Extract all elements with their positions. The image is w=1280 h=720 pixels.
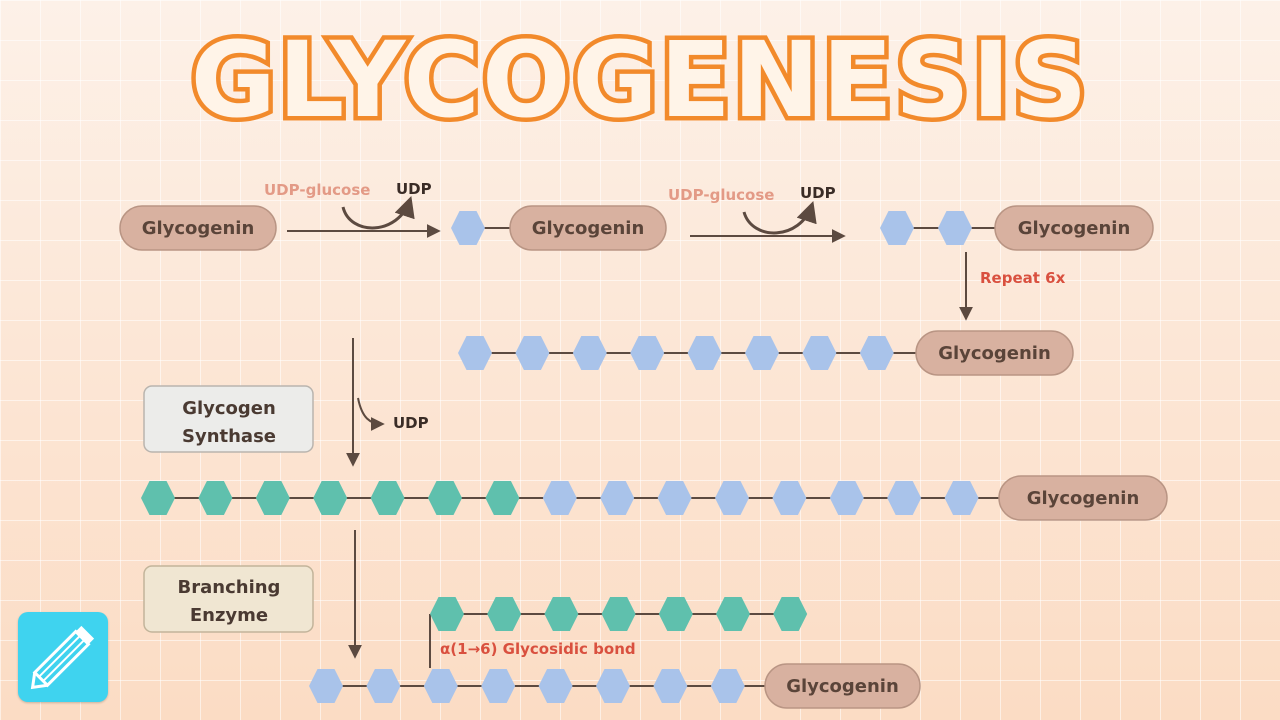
glucose-main-4 bbox=[481, 669, 516, 703]
udp-label-3: UDP bbox=[393, 414, 429, 432]
glucose-branch-7 bbox=[773, 597, 808, 631]
glycogenin-label: Glycogenin bbox=[1018, 218, 1131, 239]
glycogenin-row3: Glycogenin bbox=[994, 205, 1154, 251]
glucose-chain-8-1 bbox=[458, 336, 492, 370]
glucose-elongated-1 bbox=[141, 481, 175, 515]
glycogenin-elongated: Glycogenin bbox=[998, 475, 1168, 521]
glycogenin-pill-shape bbox=[915, 330, 1074, 376]
glucose-chain-8-4 bbox=[630, 336, 665, 370]
glucose-main-1 bbox=[309, 669, 343, 703]
glucose-elongated-10 bbox=[657, 481, 692, 515]
glucose-main-7 bbox=[653, 669, 688, 703]
branching-enzyme-box bbox=[143, 565, 314, 633]
glucose-row3-1 bbox=[880, 211, 914, 245]
glucose-chain-8-8 bbox=[859, 336, 894, 370]
glucose-main-5 bbox=[538, 669, 573, 703]
glucose-branch-4 bbox=[601, 597, 636, 631]
glucose-branch-6 bbox=[716, 597, 750, 631]
glycogenin-label: Glycogenin bbox=[1027, 488, 1140, 509]
glycogenin-label: Glycogenin bbox=[142, 218, 255, 239]
glycogen-synthase-label-line1: Glycogen bbox=[182, 398, 276, 419]
glucose-branch-1 bbox=[430, 597, 464, 631]
udp-glucose-label-2: UDP-glucose bbox=[668, 186, 774, 204]
branching-enzyme-label-line2: Enzyme bbox=[190, 605, 268, 626]
glycogenin-pill-shape bbox=[509, 205, 667, 251]
glucose-elongated-14 bbox=[887, 481, 922, 515]
glycogenin-pill-shape bbox=[994, 205, 1154, 251]
branching-enzyme-label-line1: Branching bbox=[178, 577, 281, 598]
pencil-icon bbox=[30, 625, 95, 690]
glycogenin-label: Glycogenin bbox=[532, 218, 645, 239]
glucose-elongated-12 bbox=[772, 481, 807, 515]
glucose-elongated-3 bbox=[255, 481, 290, 515]
glucose-elongated-13 bbox=[829, 481, 864, 515]
glycogenin-branched: Glycogenin bbox=[764, 663, 921, 709]
udp-label-2: UDP bbox=[800, 184, 836, 202]
glycosidic-bond-label: α(1→6) Glycosidic bond bbox=[440, 640, 636, 658]
glucose-elongated-7 bbox=[485, 481, 520, 515]
glucose-main-6 bbox=[596, 669, 630, 703]
glucose-main-8 bbox=[710, 669, 745, 703]
glucose-branch-3 bbox=[544, 597, 579, 631]
glucose-elongated-5 bbox=[370, 481, 405, 515]
udp-release-arrow-1 bbox=[341, 196, 415, 230]
udp-glucose-label-1: UDP-glucose bbox=[264, 181, 370, 199]
glucose-elongated-2 bbox=[198, 481, 233, 515]
glycogenin-chain-8: Glycogenin bbox=[915, 330, 1074, 376]
glucose-elongated-15 bbox=[944, 481, 979, 515]
glucose-chain-8-6 bbox=[745, 336, 779, 370]
glucose-chain-8-7 bbox=[802, 336, 837, 370]
glucose-elongated-11 bbox=[715, 481, 749, 515]
glucose-chain-8-3 bbox=[572, 336, 607, 370]
glucose-row2-1 bbox=[451, 211, 485, 245]
glucose-main-3 bbox=[423, 669, 458, 703]
udp-label-1: UDP bbox=[396, 180, 432, 198]
repeat-label: Repeat 6x bbox=[980, 269, 1066, 287]
glycogenin-row2: Glycogenin bbox=[509, 205, 667, 251]
glucose-elongated-6 bbox=[428, 481, 462, 515]
udp-release-arrow-2 bbox=[742, 201, 817, 235]
app-icon[interactable] bbox=[18, 612, 108, 702]
glucose-elongated-4 bbox=[313, 481, 348, 515]
glucose-elongated-8 bbox=[542, 481, 577, 515]
glycogenin-label: Glycogenin bbox=[786, 676, 899, 697]
glycogen-synthase-box bbox=[143, 385, 314, 453]
glycogenin-row1: Glycogenin bbox=[119, 205, 277, 251]
glucose-chains bbox=[141, 211, 1000, 703]
page-title: GLYCOGENESIS bbox=[186, 19, 1092, 141]
glucose-row3-2 bbox=[938, 211, 972, 245]
glycogenin-label: Glycogenin bbox=[938, 343, 1051, 364]
glycogenin-pill-shape bbox=[764, 663, 921, 709]
glucose-elongated-9 bbox=[600, 481, 635, 515]
glucose-branch-2 bbox=[487, 597, 522, 631]
glucose-branch-5 bbox=[658, 597, 693, 631]
glycogenin-pill-shape bbox=[119, 205, 277, 251]
glycogen-synthase-label-line2: Synthase bbox=[182, 426, 276, 447]
glucose-main-2 bbox=[366, 669, 401, 703]
glycogenin-pill-shape bbox=[998, 475, 1168, 521]
udp-release-arrow-3 bbox=[357, 397, 385, 431]
glucose-chain-8-5 bbox=[687, 336, 722, 370]
glucose-chain-8-2 bbox=[515, 336, 550, 370]
